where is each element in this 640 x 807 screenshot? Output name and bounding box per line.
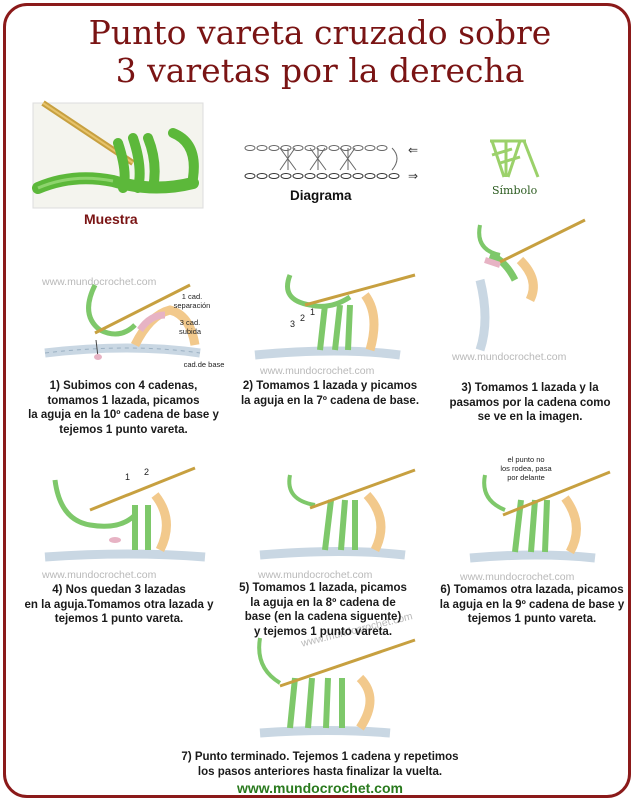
watermark-3: www.mundocrochet.com <box>452 351 567 363</box>
diagram-label: Diagrama <box>290 188 352 203</box>
watermark-2: www.mundocrochet.com <box>260 365 375 377</box>
step-5-caption: 5) Tomamos 1 lazada, picamos la aguja en… <box>239 582 407 638</box>
step-1-note-chain-1: 1 cad. separación <box>173 292 211 310</box>
step-1-note-base: cad.de base <box>183 360 225 369</box>
watermark-6: www.mundocrochet.com <box>460 571 575 583</box>
step-3-illustration <box>475 218 586 352</box>
svg-text:⇐: ⇐ <box>408 143 418 157</box>
step-1-caption: 1) Subimos con 4 cadenas, tomamos 1 laza… <box>28 380 219 436</box>
watermark-1: www.mundocrochet.com <box>42 276 157 288</box>
svg-text:1: 1 <box>125 472 130 482</box>
step-4-caption: 4) Nos quedan 3 lazadas en la aguja.Toma… <box>24 584 214 625</box>
svg-text:1: 1 <box>310 307 315 317</box>
svg-text:3: 3 <box>290 319 295 329</box>
svg-text:2: 2 <box>144 467 149 477</box>
step-3-caption: 3) Tomamos 1 lazada y la pasamos por la … <box>449 382 611 423</box>
step-1-illustration <box>44 283 201 360</box>
stitch-diagram: ⇐ ⇒ <box>244 143 418 183</box>
step-6-caption: 6) Tomamos otra lazada, picamos la aguja… <box>439 584 625 625</box>
step-2-illustration: 3 2 1 <box>254 273 416 360</box>
step-5-illustration <box>259 468 416 560</box>
page-title-line-2: 3 varetas por la derecha <box>115 51 525 90</box>
sample-label: Muestra <box>84 211 138 227</box>
step-1-note-chain-3: 3 cad. subida <box>178 318 202 336</box>
step-7-caption: 7) Punto terminado. Tejemos 1 cadena y r… <box>181 751 459 778</box>
svg-text:⇒: ⇒ <box>408 169 418 183</box>
sample-photo <box>32 100 204 209</box>
symbol-label: Símbolo <box>492 184 538 197</box>
page-title-line-1: Punto vareta cruzado sobre <box>88 13 552 52</box>
stitch-symbol <box>490 139 540 178</box>
step-6-illustration <box>469 470 611 563</box>
step-2-caption: 2) Tomamos 1 lazada y picamos la aguja e… <box>240 380 420 407</box>
footer-url: www.mundocrochet.com <box>237 780 403 796</box>
watermark-5: www.mundocrochet.com <box>258 569 373 581</box>
svg-text:2: 2 <box>300 313 305 323</box>
step-7-illustration <box>257 637 416 738</box>
step-4-illustration: 1 2 <box>44 466 206 562</box>
watermark-4: www.mundocrochet.com <box>42 569 157 581</box>
step-6-note: el punto no los rodea, pasa por delante <box>500 455 552 482</box>
